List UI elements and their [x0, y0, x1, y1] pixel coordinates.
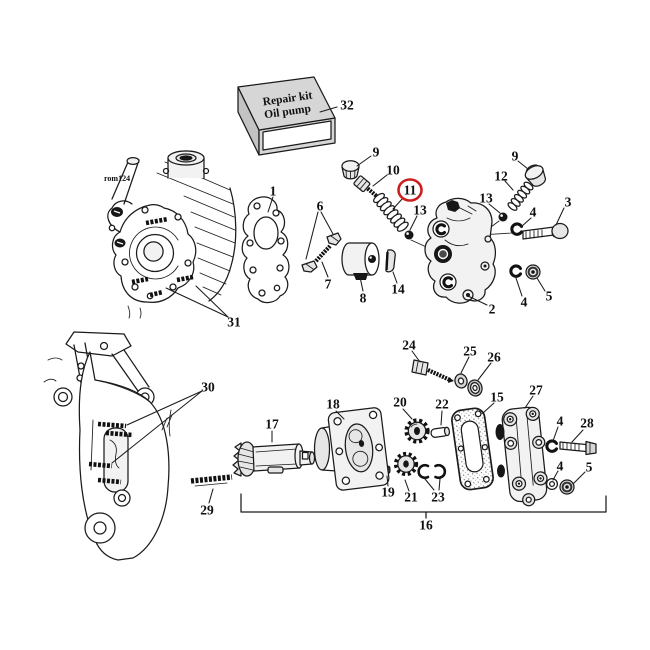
part-11-spring-drawing	[373, 192, 409, 232]
callout-10: 10	[386, 163, 400, 178]
callout-13: 13	[413, 203, 427, 218]
part-5-nut-upper-drawing	[525, 264, 541, 280]
callout-9: 9	[512, 149, 519, 164]
callout-30: 30	[201, 380, 215, 395]
callout-4: 4	[521, 295, 528, 310]
repair-kit-box-drawing: Repair kit Oil pump	[237, 76, 336, 156]
part-5-nut-bottom-drawing	[559, 479, 575, 495]
callout-25: 25	[463, 344, 477, 359]
part-13-ball-middle-drawing	[404, 230, 414, 240]
group-16-bracket	[240, 493, 607, 519]
callout-2: 2	[489, 302, 496, 317]
callout-23: 23	[431, 490, 445, 505]
callout-13: 13	[479, 191, 493, 206]
callout-32: 32	[340, 98, 354, 113]
crankcase-bottom-left-drawing	[43, 331, 173, 561]
callout-5: 5	[546, 289, 553, 304]
callout-4: 4	[530, 205, 537, 220]
part-21-gear-drawing	[393, 451, 419, 477]
callout-1: 1	[270, 184, 277, 199]
part-10-screw-drawing	[353, 175, 380, 200]
part-1-gasket-drawing	[241, 196, 290, 304]
callout-4: 4	[557, 414, 564, 429]
part-26-washer-drawing	[467, 379, 483, 397]
highlight-ring-11	[397, 178, 423, 202]
part-18-pump-body-drawing	[313, 407, 390, 491]
callout-31: 31	[227, 315, 241, 330]
part-9-cap-nut-right-drawing	[524, 164, 547, 187]
callout-20: 20	[393, 395, 407, 410]
callout-18: 18	[326, 397, 340, 412]
callout-4: 4	[557, 459, 564, 474]
part-6-keys-drawing	[301, 232, 342, 273]
leader-lines	[111, 106, 586, 504]
part-7-pin-drawing	[314, 244, 332, 263]
part-4-lockwasher-mid-drawing	[545, 439, 558, 453]
part-23-retaining-rings-drawing	[417, 463, 447, 480]
part-8-valve-body-drawing	[341, 242, 380, 280]
part-2-pump-cover-drawing	[410, 197, 513, 304]
callout-5: 5	[586, 460, 593, 475]
callout-29: 29	[200, 503, 214, 518]
callout-16: 16	[419, 518, 433, 533]
part-24-screw-drawing	[411, 359, 454, 383]
callout-11: 11	[404, 183, 417, 198]
part-12-spring-drawing	[507, 181, 534, 211]
callout-8: 8	[360, 291, 367, 306]
part-17-drive-shaft-drawing	[232, 441, 316, 477]
part-13-ball-right-drawing	[498, 212, 508, 222]
part-4-lockwasher-lower-drawing	[509, 264, 522, 278]
callout-27: 27	[529, 383, 543, 398]
part-28-bolt-drawing	[559, 440, 597, 456]
part-4-washer-bottom-drawing	[545, 477, 559, 491]
callout-28: 28	[580, 416, 594, 431]
crankcase-top-left-drawing: rom124	[104, 150, 237, 319]
part-14-plate-drawing	[385, 249, 396, 273]
part-27-cover-drawing	[495, 406, 548, 507]
callout-26: 26	[487, 350, 501, 365]
callout-12: 12	[494, 169, 508, 184]
callout-24: 24	[402, 338, 416, 353]
reference-code: rom124	[104, 174, 130, 183]
callout-19: 19	[381, 485, 395, 500]
part-22-pin-drawing	[430, 426, 451, 438]
part-20-gear-drawing	[404, 418, 430, 444]
part-4-lockwasher-upper-drawing	[510, 222, 523, 236]
part-9-cap-nut-left-drawing	[341, 160, 360, 180]
part-15-gasket-drawing	[451, 407, 494, 491]
part-3-bolt-drawing	[522, 222, 569, 240]
callout-9: 9	[373, 145, 380, 160]
callout-21: 21	[404, 490, 418, 505]
part-29-stud-drawing	[190, 474, 233, 487]
callout-7: 7	[325, 277, 332, 292]
part-25-washer-drawing	[454, 373, 468, 389]
callout-22: 22	[435, 397, 449, 412]
callout-6: 6	[317, 199, 324, 214]
callout-14: 14	[391, 282, 405, 297]
callout-15: 15	[490, 390, 504, 405]
callout-17: 17	[265, 417, 279, 432]
callout-3: 3	[565, 195, 572, 210]
